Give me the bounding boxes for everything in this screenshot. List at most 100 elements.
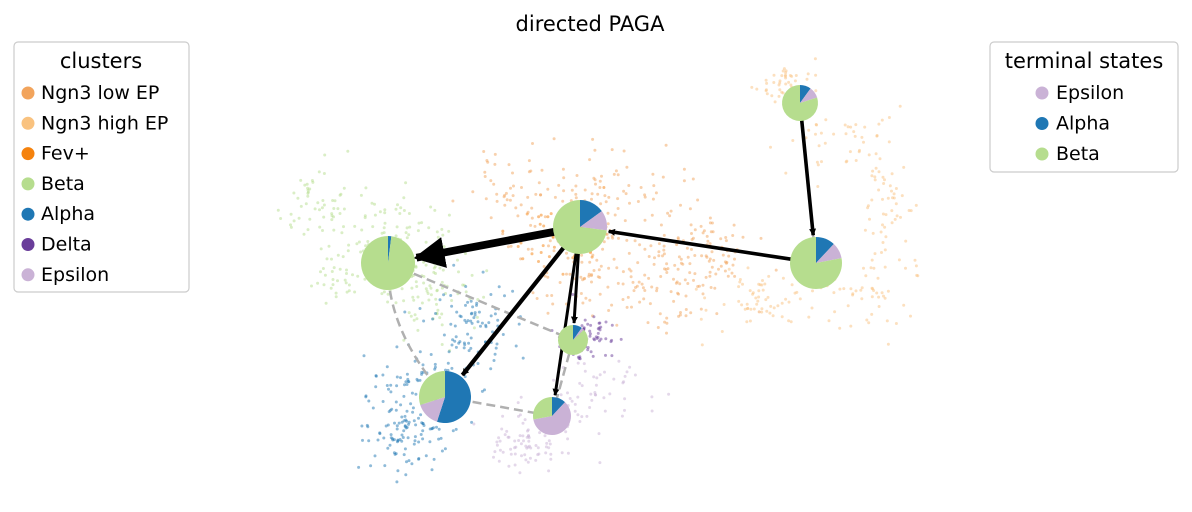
cell-dot: [416, 229, 420, 233]
cell-dot: [527, 434, 530, 437]
cell-dot: [890, 221, 894, 225]
cell-dot: [440, 312, 444, 316]
cell-dot: [860, 297, 864, 301]
cell-dot: [672, 299, 676, 303]
cell-dot: [612, 257, 616, 261]
cell-dot: [458, 314, 462, 318]
cell-dot: [451, 199, 455, 203]
cell-dot: [416, 295, 420, 299]
cell-dot: [403, 425, 407, 428]
cell-dot: [534, 192, 538, 196]
cell-dot: [710, 265, 714, 269]
cell-dot: [600, 174, 603, 178]
cell-dot: [420, 221, 424, 225]
cell-dot: [647, 276, 651, 280]
cell-dot: [434, 297, 438, 301]
cell-dot: [489, 179, 493, 183]
cell-dot: [382, 436, 386, 440]
cell-dot: [396, 469, 400, 473]
cell-dot: [582, 362, 586, 366]
cell-dot: [580, 260, 584, 264]
cell-dot: [541, 244, 545, 248]
cell-dot: [422, 275, 426, 278]
cell-dot: [722, 303, 726, 306]
cell-dot: [629, 275, 633, 279]
cell-dot: [714, 272, 718, 276]
cell-dot: [519, 395, 523, 399]
cell-dot: [849, 287, 853, 291]
cell-dot: [449, 294, 453, 297]
cell-dot: [442, 245, 446, 249]
cell-dot: [530, 206, 534, 210]
cell-dot: [690, 238, 694, 241]
cell-dot: [580, 324, 584, 328]
cell-dot: [384, 424, 388, 428]
cell-dot: [439, 436, 443, 440]
cell-dot: [677, 255, 681, 259]
cell-dot: [345, 290, 349, 294]
cell-dot: [743, 307, 747, 311]
cell-dot: [514, 206, 518, 210]
cell-dot: [669, 290, 673, 294]
cell-dot: [432, 261, 436, 265]
cell-dot: [400, 433, 404, 437]
pie-slice: [800, 85, 811, 103]
cell-dot: [404, 181, 408, 185]
cell-dot: [643, 289, 647, 292]
cell-dot: [402, 394, 406, 398]
cell-dot: [330, 218, 334, 222]
cell-dot: [793, 291, 797, 295]
cell-dot: [623, 219, 627, 223]
cell-dot: [437, 427, 441, 431]
cell-dot: [476, 298, 480, 301]
cell-dot: [816, 185, 820, 188]
cell-dot: [592, 375, 596, 379]
cell-dot: [629, 269, 633, 273]
cell-dot: [424, 263, 428, 267]
cell-dot: [403, 447, 407, 451]
cell-dot: [858, 148, 861, 152]
cell-dot: [396, 203, 399, 207]
cell-dot: [769, 304, 773, 308]
cell-dot: [394, 301, 398, 305]
legend-marker: [21, 207, 35, 221]
cell-dot: [457, 270, 460, 274]
cell-dot: [441, 233, 445, 237]
cell-dot: [549, 212, 553, 216]
cell-dot: [741, 235, 745, 239]
cell-dot: [703, 296, 707, 300]
cell-dot: [590, 398, 594, 402]
cell-dot: [407, 311, 411, 315]
cell-dot: [521, 421, 525, 425]
cell-dot: [386, 292, 390, 296]
cell-dot: [683, 278, 687, 282]
cell-dot: [469, 346, 473, 350]
cell-dot: [688, 262, 692, 266]
cell-dot: [418, 307, 422, 310]
cell-dot: [546, 187, 550, 191]
cell-dot: [419, 433, 423, 436]
cell-dot: [363, 214, 367, 218]
cell-dot: [376, 438, 380, 442]
cell-dot: [669, 209, 673, 213]
cell-dot: [380, 292, 384, 296]
cell-dot: [550, 294, 554, 297]
cell-dot: [341, 255, 345, 259]
cell-dot: [557, 183, 561, 187]
cell-dot: [613, 213, 617, 217]
cell-dot: [469, 299, 473, 303]
cell-dot: [456, 258, 459, 262]
cell-dot: [451, 429, 455, 433]
cell-dot: [666, 267, 670, 271]
cell-dot: [345, 268, 348, 272]
cell-dot: [410, 462, 414, 466]
cell-dot: [706, 239, 710, 243]
cell-dot: [781, 69, 785, 73]
cell-dot: [324, 301, 328, 305]
pie-slice: [418, 371, 445, 406]
cell-dot: [862, 140, 865, 144]
cell-dot: [332, 266, 336, 270]
cell-dot: [366, 240, 370, 243]
cell-dot: [547, 446, 551, 450]
